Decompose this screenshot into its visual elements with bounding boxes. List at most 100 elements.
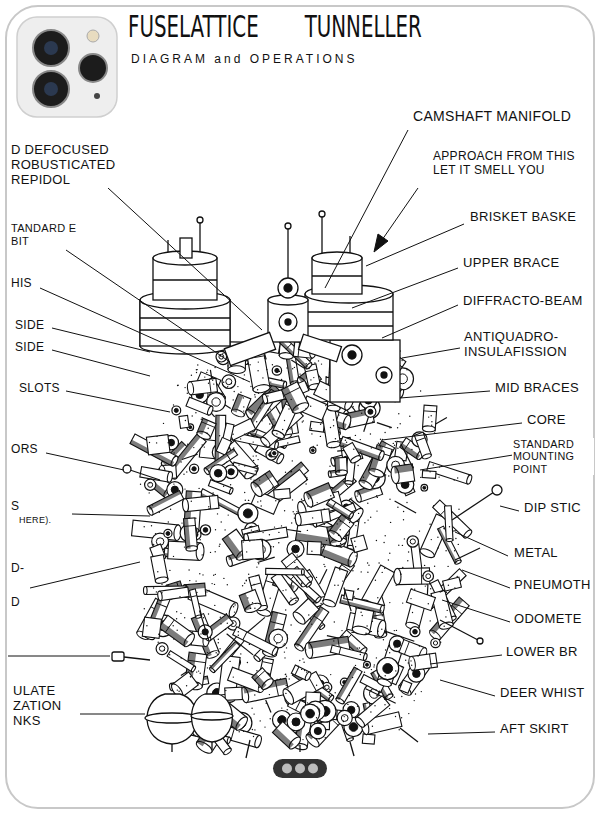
stipple-dot [312,517,313,518]
leader-line [52,350,150,376]
stipple-dot [255,680,256,681]
block-part [399,680,412,693]
stipple-dot [329,721,330,722]
stipple-dot [244,583,245,584]
stipple-dot [385,649,386,650]
ring-part [310,723,326,739]
pipe-shade [252,673,267,688]
stipple-dot [445,616,446,617]
stipple-dot [284,420,285,421]
stipple-dot [355,665,356,666]
stipple-dot [257,459,258,460]
stipple-dot [268,454,269,455]
ring-hole [292,718,300,726]
stipple-dot [410,634,411,635]
stipple-dot [428,603,429,604]
ring-hole [192,467,196,471]
pipe-band [416,438,425,441]
stipple-dot [401,717,402,718]
ring-hole [394,640,401,647]
stipple-dot [372,621,373,622]
stipple-dot [363,477,364,478]
pipe-part [343,443,362,465]
pipe-part [208,480,233,495]
subtitle: DIAGRAM and OPERATIONS [130,53,358,67]
stipple-dot [383,542,384,543]
stipple-dot [244,434,245,435]
stipple-dot [376,495,377,496]
pipe-end [446,538,453,541]
stipple-dot [297,554,298,555]
stipple-dot [195,412,196,413]
stipple-dot [458,544,459,545]
pipe-part [431,590,454,630]
stipple-dot [440,642,441,643]
stipple-dot [428,416,429,417]
part-label: APPROACH FROM THIS LET IT SMELL YOU [432,150,584,178]
stipple-dot [239,731,240,732]
pipe-part [444,506,453,542]
ring-part [410,627,420,637]
pipe-shade [197,418,208,434]
stipple-dot [253,441,254,442]
ring-hole [366,663,369,666]
stipple-dot [414,589,415,590]
rod [395,501,417,513]
stipple-dot [377,597,378,598]
skirt-spike [246,740,250,758]
part-label: ORS [10,443,39,457]
stipple-dot [213,575,214,576]
stipple-dot [430,588,431,589]
stipple-dot [326,376,327,377]
pipe-part [187,378,218,395]
stipple-dot [226,613,227,614]
stipple-dot [360,451,361,452]
stipple-dot [417,544,418,545]
stipple-dot [308,614,309,615]
stipple-dot [394,647,395,648]
pipe-part [291,665,312,681]
stipple-dot [380,439,381,440]
tank [192,694,233,742]
stipple-dot [173,638,174,639]
ring-part [364,661,371,668]
pipe-body [130,434,177,466]
stipple-dot [352,570,353,571]
pipe-part [302,483,334,508]
stipple-dot [242,585,243,586]
stipple-dot [330,651,331,652]
stipple-dot [340,543,341,544]
stipple-dot [188,569,189,570]
stipple-dot [290,597,291,598]
stipple-dot [412,612,413,613]
stipple-dot [207,652,208,653]
pipe-end [182,498,189,512]
stipple-dot [306,479,307,480]
stipple-dot [307,530,308,531]
stipple-dot [443,528,444,529]
stipple-dot [334,621,335,622]
pipe-shade [394,464,413,473]
stipple-dot [243,410,244,411]
stipple-dot [220,623,221,624]
stipple-dot [238,631,239,632]
stipple-dot [219,435,220,436]
ring-part [200,525,210,535]
stipple-dot [415,693,416,694]
pipe-end [143,587,147,595]
stipple-dot [395,441,396,442]
stipple-dot [266,703,267,704]
stipple-dot [433,505,434,506]
stipple-dot [357,465,358,466]
pipe-end [262,394,269,405]
stipple-dot [294,367,295,368]
pipe-part [252,668,275,691]
stipple-dot [356,495,357,496]
antenna-knob [197,217,203,223]
stipple-dot [279,371,280,372]
stipple-dot [198,682,199,683]
stipple-dot [385,535,386,536]
pipe-part [351,608,373,636]
tower-band [140,329,230,330]
pipe-end [253,655,261,663]
